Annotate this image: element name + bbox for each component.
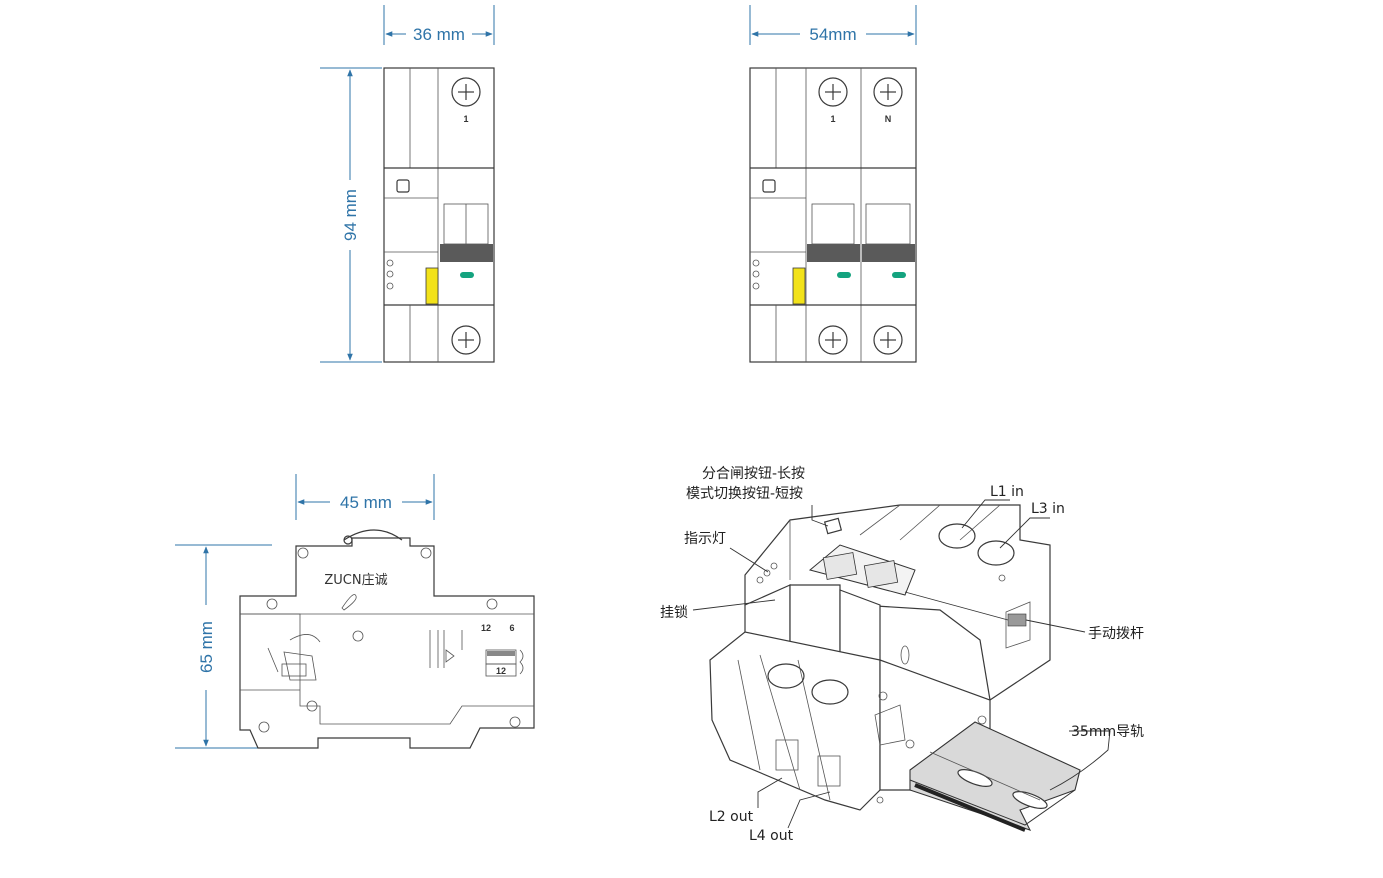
terminal-label-1-double: 1	[830, 114, 835, 124]
front-view-double: 54mm 1 N	[749, 5, 917, 363]
callout-handle: 手动拨杆	[1088, 626, 1144, 642]
dim-front-single-width: 36 mm	[413, 25, 465, 44]
dim-side-width: 45 mm	[340, 493, 392, 512]
side-num-12: 12	[481, 623, 491, 633]
callout-mode-button: 模式切换按钮-短按	[686, 485, 803, 502]
callout-rail: 35mm导轨	[1071, 724, 1144, 740]
side-box-num: 12	[496, 666, 506, 676]
dim-side-height: 65 mm	[197, 621, 216, 673]
callout-l3-in: L3 in	[1031, 501, 1065, 517]
callout-lock: 挂锁	[660, 605, 688, 621]
side-num-6: 6	[509, 623, 514, 633]
dim-front-height: 94 mm	[341, 189, 360, 241]
callout-l2-out: L2 out	[709, 809, 754, 825]
dim-front-double-width: 54mm	[809, 25, 856, 44]
callout-l4-out: L4 out	[749, 828, 794, 844]
callout-l1-in: L1 in	[990, 484, 1024, 500]
callout-indicator: 指示灯	[684, 531, 726, 547]
terminal-label-1: 1	[463, 114, 468, 124]
side-view: 45 mm 65 mm ZUCN庄诚 12 6 12	[175, 474, 535, 749]
isometric-view: 分合闸按钮-长按 模式切换按钮-短按 指示灯 挂锁 L1 in L3 in 手动…	[660, 466, 1144, 844]
callout-close-button: 分合闸按钮-长按	[702, 466, 805, 482]
terminal-label-n: N	[885, 114, 892, 124]
side-brand-logo: ZUCN庄诚	[324, 572, 387, 588]
front-view-single: 36 mm 94 mm 1	[320, 5, 495, 363]
